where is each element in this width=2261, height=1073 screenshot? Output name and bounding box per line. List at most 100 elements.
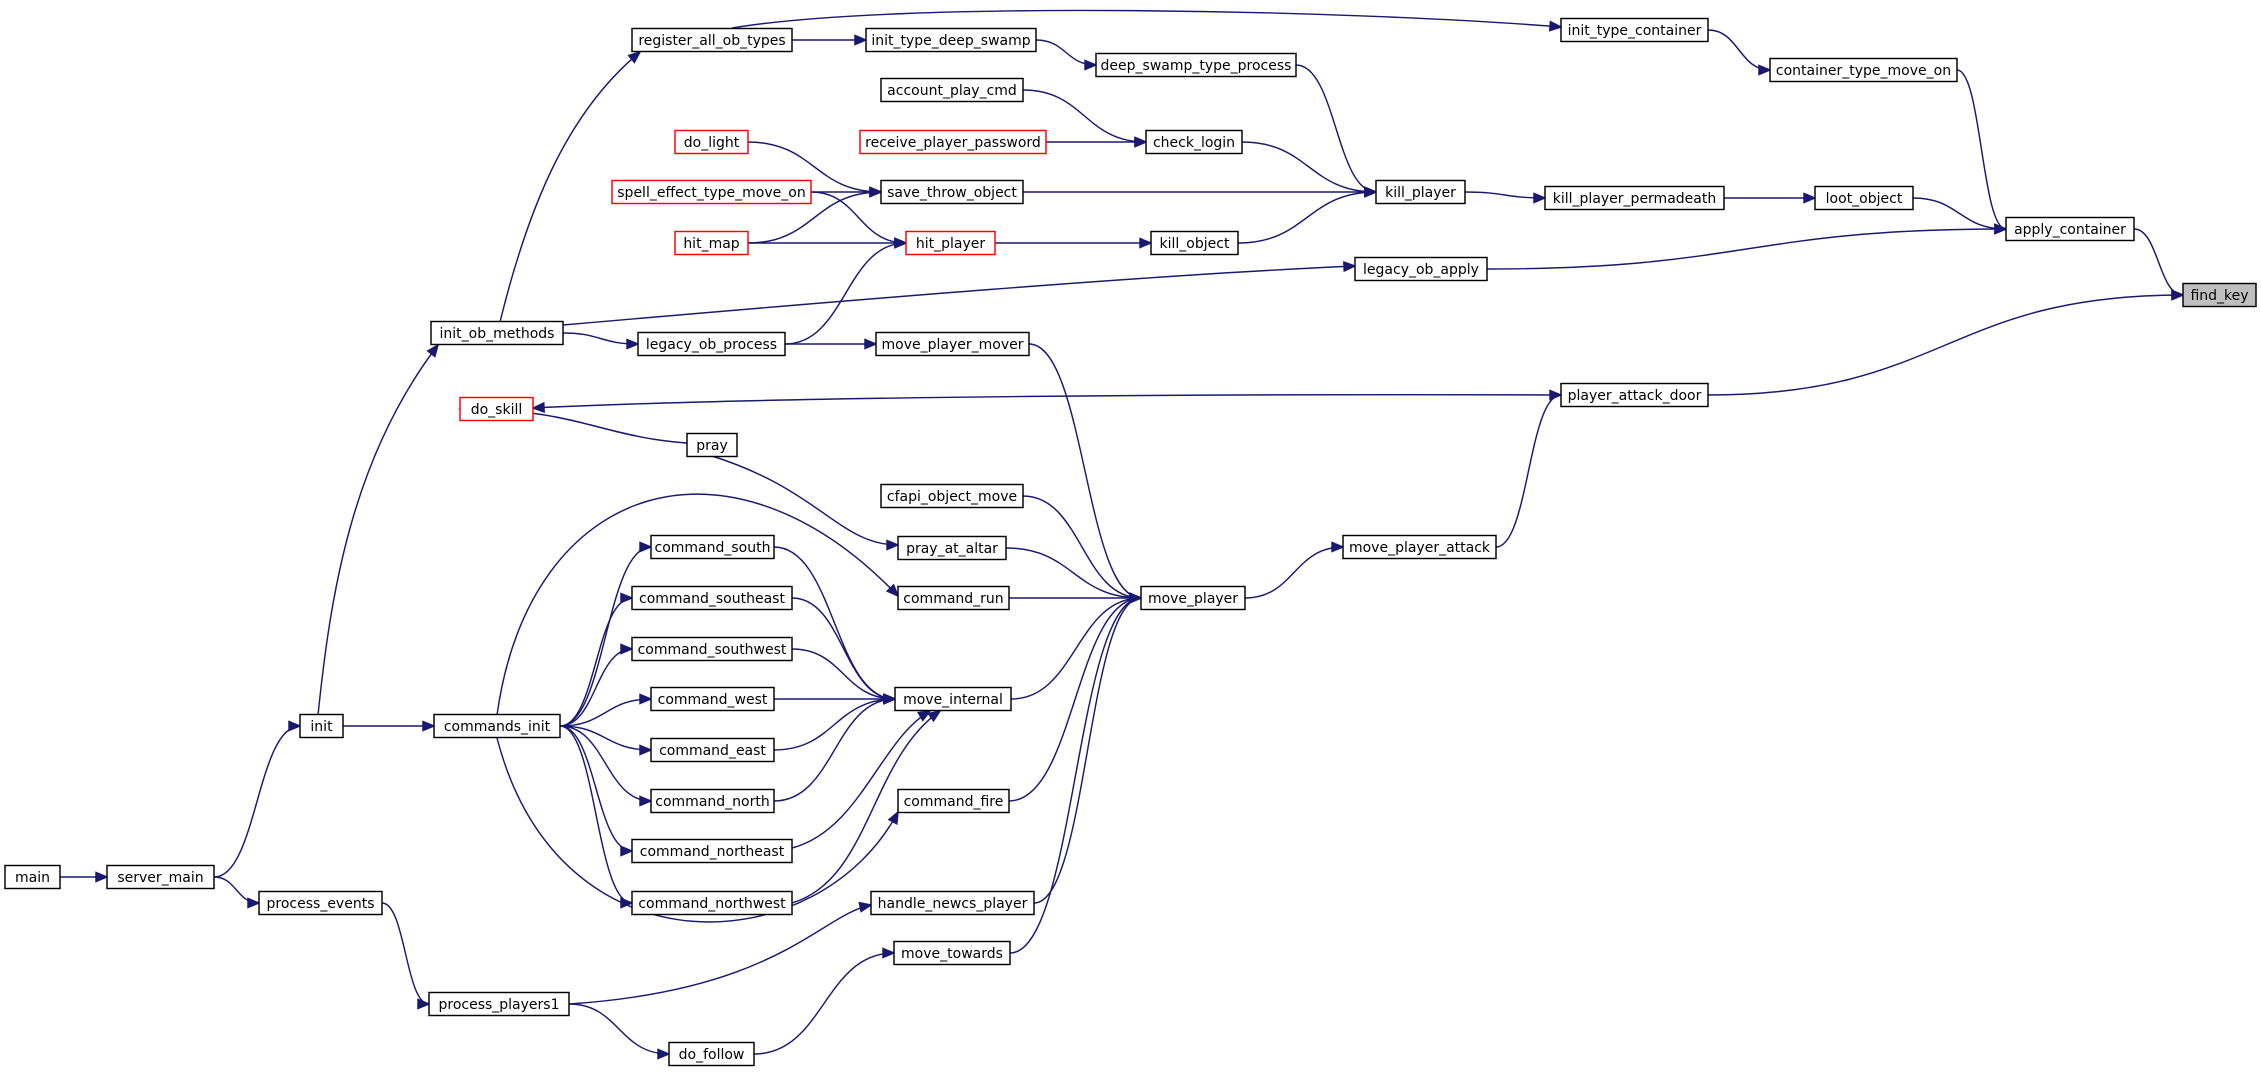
node-main[interactable]: main xyxy=(4,864,61,890)
node-box[interactable] xyxy=(1375,179,1466,205)
node-find-key[interactable]: find_key xyxy=(2182,282,2257,308)
node-box[interactable] xyxy=(611,179,812,205)
node-container-type-move-on[interactable]: container_type_move_on xyxy=(1769,57,1958,83)
node-loot-object[interactable]: loot_object xyxy=(1814,185,1914,211)
node-box[interactable] xyxy=(650,534,775,560)
node-apply-container[interactable]: apply_container xyxy=(2005,216,2135,242)
node-box[interactable] xyxy=(859,129,1047,155)
node-do-follow[interactable]: do_follow xyxy=(668,1041,755,1067)
node-pray[interactable]: pray xyxy=(686,432,738,458)
node-box[interactable] xyxy=(1342,534,1497,560)
node-box[interactable] xyxy=(1150,230,1239,256)
node-kill-object[interactable]: kill_object xyxy=(1150,230,1239,256)
node-command-northwest[interactable]: command_northwest xyxy=(631,890,793,916)
node-box[interactable] xyxy=(880,179,1024,205)
node-box[interactable] xyxy=(674,230,749,256)
node-box[interactable] xyxy=(1145,129,1243,155)
node-box[interactable] xyxy=(299,713,344,739)
node-command-southeast[interactable]: command_southeast xyxy=(631,585,793,611)
node-box[interactable] xyxy=(1814,185,1914,211)
node-command-north[interactable]: command_north xyxy=(650,788,775,814)
node-box[interactable] xyxy=(870,890,1035,916)
node-box[interactable] xyxy=(905,230,996,256)
node-box[interactable] xyxy=(893,940,1011,966)
node-save-throw-object[interactable]: save_throw_object xyxy=(880,179,1024,205)
node-box[interactable] xyxy=(668,1041,755,1067)
node-box[interactable] xyxy=(650,737,775,763)
node-check-login[interactable]: check_login xyxy=(1145,129,1243,155)
node-command-run[interactable]: command_run xyxy=(897,585,1010,611)
node-box[interactable] xyxy=(880,77,1024,103)
node-legacy-ob-apply[interactable]: legacy_ob_apply xyxy=(1354,256,1488,282)
node-box[interactable] xyxy=(631,890,793,916)
node-box[interactable] xyxy=(880,483,1024,509)
node-command-east[interactable]: command_east xyxy=(650,737,775,763)
node-box[interactable] xyxy=(631,27,793,53)
node-box[interactable] xyxy=(686,432,738,458)
node-player-attack-door[interactable]: player_attack_door xyxy=(1560,382,1709,408)
node-hit-map[interactable]: hit_map xyxy=(674,230,749,256)
node-command-fire[interactable]: command_fire xyxy=(897,788,1010,814)
node-box[interactable] xyxy=(1354,256,1488,282)
node-box[interactable] xyxy=(2005,216,2135,242)
node-box[interactable] xyxy=(428,991,570,1017)
node-box[interactable] xyxy=(106,864,215,890)
node-process-events[interactable]: process_events xyxy=(258,890,383,916)
node-commands-init[interactable]: commands_init xyxy=(433,713,561,739)
node-deep-swamp-type-process[interactable]: deep_swamp_type_process xyxy=(1095,52,1297,78)
node-legacy-ob-process[interactable]: legacy_ob_process xyxy=(637,331,786,357)
node-box[interactable] xyxy=(433,713,561,739)
node-box[interactable] xyxy=(897,585,1010,611)
node-handle-newcs-player[interactable]: handle_newcs_player xyxy=(870,890,1035,916)
node-box[interactable] xyxy=(258,890,383,916)
node-register-all-ob-types[interactable]: register_all_ob_types xyxy=(631,27,793,53)
node-kill-player[interactable]: kill_player xyxy=(1375,179,1466,205)
node-do-skill[interactable]: do_skill xyxy=(459,396,534,422)
node-cfapi-object-move[interactable]: cfapi_object_move xyxy=(880,483,1024,509)
node-box[interactable] xyxy=(894,686,1012,712)
node-box[interactable] xyxy=(1544,185,1725,211)
node-command-west[interactable]: command_west xyxy=(650,686,775,712)
node-receive-player-password[interactable]: receive_player_password xyxy=(859,129,1047,155)
node-command-southwest[interactable]: command_southwest xyxy=(631,636,793,662)
node-box[interactable] xyxy=(897,535,1007,561)
node-box[interactable] xyxy=(1769,57,1958,83)
node-spell-effect-type-move-on[interactable]: spell_effect_type_move_on xyxy=(611,179,812,205)
node-kill-player-permadeath[interactable]: kill_player_permadeath xyxy=(1544,185,1725,211)
node-init-ob-methods[interactable]: init_ob_methods xyxy=(430,320,564,346)
node-box[interactable] xyxy=(674,129,749,155)
node-box[interactable] xyxy=(875,331,1030,357)
node-box[interactable] xyxy=(637,331,786,357)
node-box[interactable] xyxy=(1095,52,1297,78)
node-init-type-deep-swamp[interactable]: init_type_deep_swamp xyxy=(865,27,1037,53)
node-box[interactable] xyxy=(1560,382,1709,408)
node-move-player-mover[interactable]: move_player_mover xyxy=(875,331,1030,357)
node-box[interactable] xyxy=(459,396,534,422)
node-box[interactable] xyxy=(650,788,775,814)
node-account-play-cmd[interactable]: account_play_cmd xyxy=(880,77,1024,103)
node-box[interactable] xyxy=(631,636,793,662)
node-box[interactable] xyxy=(631,838,793,864)
node-box[interactable] xyxy=(1140,585,1246,611)
node-do-light[interactable]: do_light xyxy=(674,129,749,155)
node-box[interactable] xyxy=(4,864,61,890)
node-box[interactable] xyxy=(1560,17,1709,43)
node-command-northeast[interactable]: command_northeast xyxy=(631,838,793,864)
node-pray-at-altar[interactable]: pray_at_altar xyxy=(897,535,1007,561)
node-box[interactable] xyxy=(650,686,775,712)
node-init-type-container[interactable]: init_type_container xyxy=(1560,17,1709,43)
node-command-south[interactable]: command_south xyxy=(650,534,775,560)
node-move-internal[interactable]: move_internal xyxy=(894,686,1012,712)
node-move-towards[interactable]: move_towards xyxy=(893,940,1011,966)
node-hit-player[interactable]: hit_player xyxy=(905,230,996,256)
node-process-players1[interactable]: process_players1 xyxy=(428,991,570,1017)
node-box[interactable] xyxy=(865,27,1037,53)
node-server-main[interactable]: server_main xyxy=(106,864,215,890)
node-box[interactable] xyxy=(2182,282,2257,308)
node-box[interactable] xyxy=(430,320,564,346)
node-move-player-attack[interactable]: move_player_attack xyxy=(1342,534,1497,560)
node-move-player[interactable]: move_player xyxy=(1140,585,1246,611)
node-box[interactable] xyxy=(897,788,1010,814)
node-init[interactable]: init xyxy=(299,713,344,739)
node-box[interactable] xyxy=(631,585,793,611)
